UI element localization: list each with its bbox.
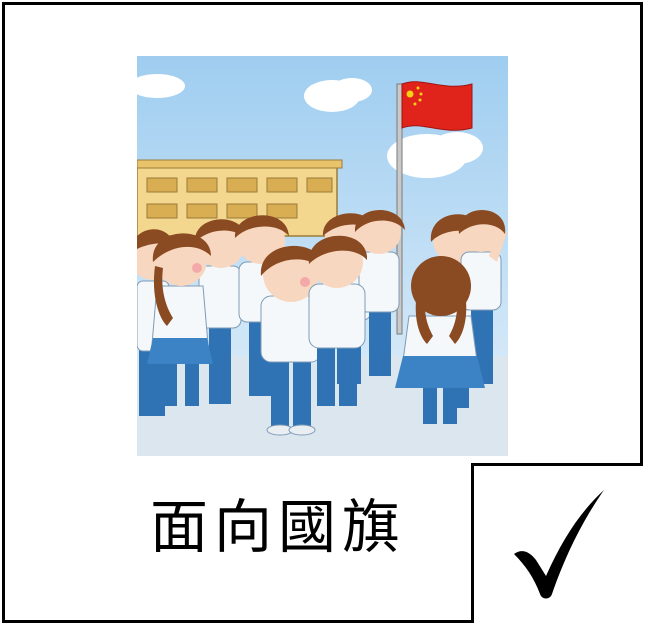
flag [401, 81, 473, 131]
cloud-shapes [137, 74, 483, 178]
checkmark-box[interactable] [471, 463, 643, 623]
flag-raising-illustration [137, 56, 508, 456]
students-facing-flag-image [137, 56, 508, 456]
caption-text: 面向國旗 [150, 493, 407, 561]
flag-stars [406, 86, 423, 106]
students-group [137, 209, 507, 436]
flagpole [396, 83, 403, 335]
activity-card: 面向國旗 [2, 2, 643, 623]
check-icon [514, 490, 604, 599]
